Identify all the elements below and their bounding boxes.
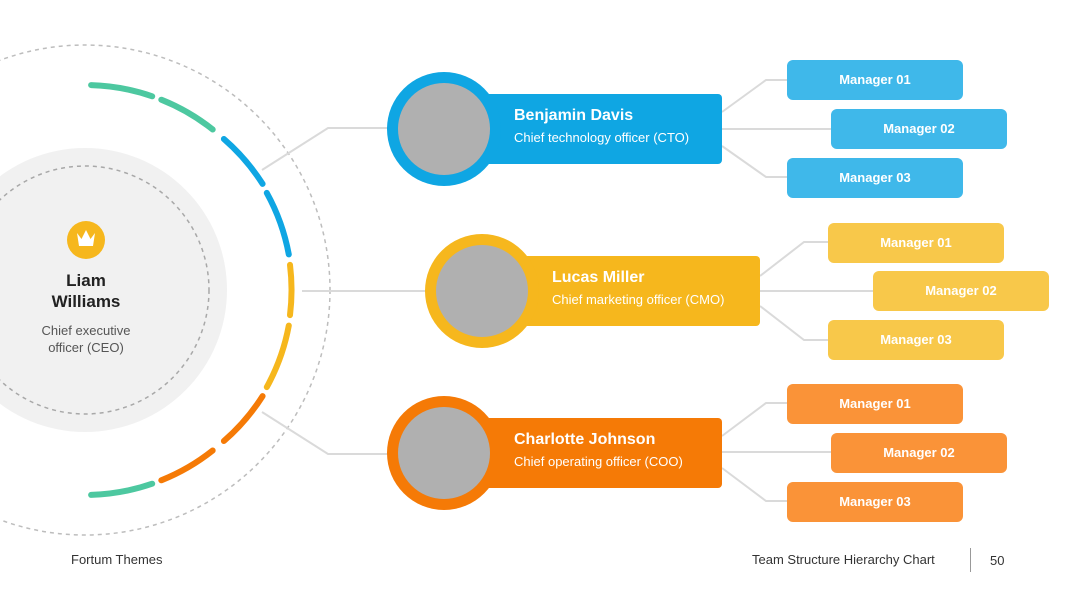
avatar-placeholder bbox=[436, 245, 528, 337]
manager-coo-2[interactable]: Manager 02 bbox=[831, 433, 1007, 473]
exec-avatar-coo bbox=[387, 396, 501, 510]
exec-title-cto: Chief technology officer (CTO) bbox=[514, 130, 690, 145]
footer-brand: Fortum Themes bbox=[71, 552, 163, 567]
exec-card-cmo[interactable]: Lucas Miller Chief marketing officer (CM… bbox=[510, 256, 760, 326]
arc-orange-2 bbox=[158, 447, 216, 484]
page-number: 50 bbox=[990, 553, 1005, 568]
manager-cmo-2[interactable]: Manager 02 bbox=[873, 271, 1049, 311]
exec-title-coo: Chief operating officer (COO) bbox=[514, 454, 683, 469]
connector-cmo-m3 bbox=[759, 305, 830, 341]
exec-name-cmo: Lucas Miller bbox=[552, 269, 645, 286]
connector-ceo-cto bbox=[261, 127, 390, 171]
exec-name-coo: Charlotte Johnson bbox=[514, 431, 656, 448]
footer-divider bbox=[970, 548, 971, 572]
footer-title: Team Structure Hierarchy Chart bbox=[752, 552, 935, 567]
manager-coo-3[interactable]: Manager 03 bbox=[787, 482, 963, 522]
connector-cto-m1 bbox=[721, 79, 790, 113]
manager-coo-1[interactable]: Manager 01 bbox=[787, 384, 963, 424]
arc-yellow-2 bbox=[263, 322, 292, 391]
connector-cmo-m1 bbox=[759, 241, 830, 277]
manager-cmo-1[interactable]: Manager 01 bbox=[828, 223, 1004, 263]
ceo-disc bbox=[0, 148, 227, 432]
arc-orange-1 bbox=[220, 393, 266, 444]
exec-title-cmo: Chief marketing officer (CMO) bbox=[552, 292, 725, 307]
connector-ceo-coo bbox=[261, 411, 390, 455]
manager-cmo-3[interactable]: Manager 03 bbox=[828, 320, 1004, 360]
arc-green-3 bbox=[88, 480, 156, 498]
connector-cto-m3 bbox=[721, 145, 790, 178]
crown-icon bbox=[77, 230, 95, 246]
connector-coo-m1 bbox=[721, 402, 790, 437]
avatar-placeholder bbox=[398, 83, 490, 175]
inner-dashed-ring bbox=[0, 165, 210, 415]
exec-card-cto[interactable]: Benjamin Davis Chief technology officer … bbox=[470, 94, 722, 164]
arc-blue-1 bbox=[220, 136, 266, 187]
manager-cto-1[interactable]: Manager 01 bbox=[787, 60, 963, 100]
arc-yellow-1 bbox=[287, 261, 295, 319]
manager-cto-3[interactable]: Manager 03 bbox=[787, 158, 963, 198]
arc-green-2 bbox=[158, 96, 216, 133]
exec-avatar-cto bbox=[387, 72, 501, 186]
manager-cto-2[interactable]: Manager 02 bbox=[831, 109, 1007, 149]
connector-coo-m3 bbox=[721, 467, 790, 502]
exec-card-coo[interactable]: Charlotte Johnson Chief operating office… bbox=[470, 418, 722, 488]
exec-name-cto: Benjamin Davis bbox=[514, 107, 634, 124]
arc-green-1 bbox=[88, 82, 156, 100]
arc-blue-2 bbox=[263, 189, 292, 258]
avatar-placeholder bbox=[398, 407, 490, 499]
exec-avatar-cmo bbox=[425, 234, 539, 348]
